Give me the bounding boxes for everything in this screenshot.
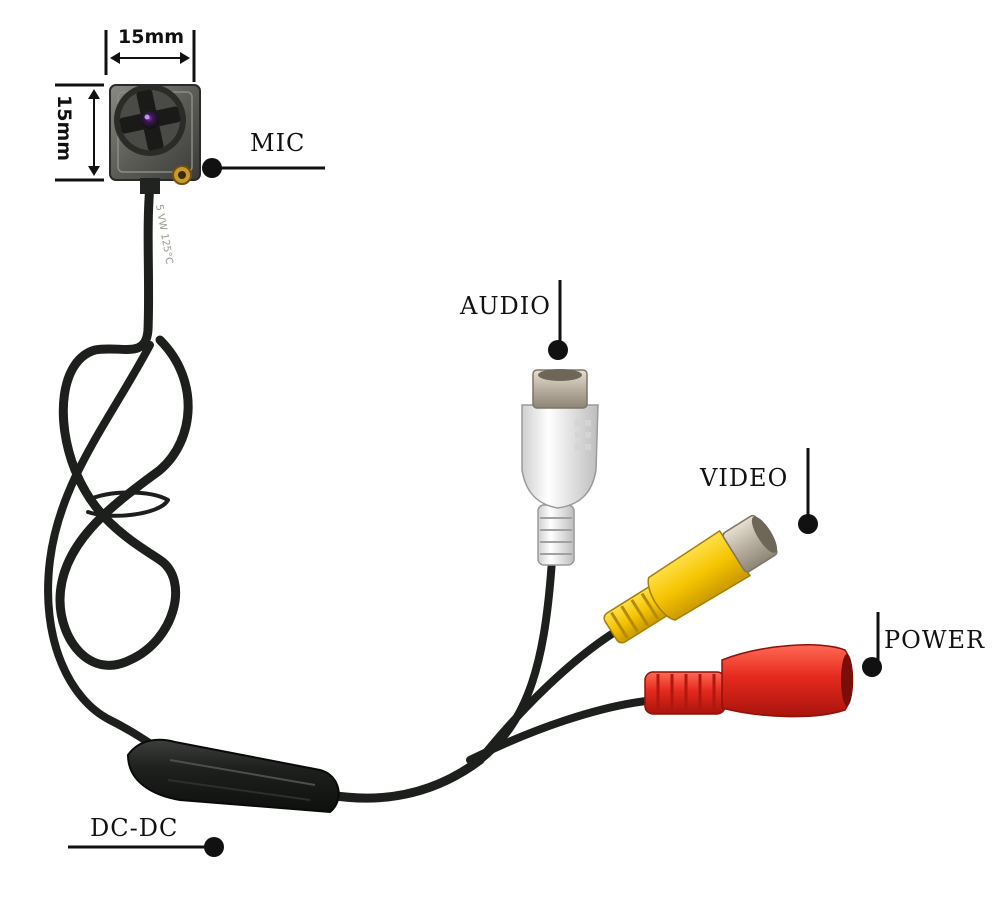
dimension-height-label: 15mm (53, 95, 75, 161)
callout-power: POWER (862, 612, 985, 677)
callout-mic-label: MIC (250, 129, 305, 157)
cable-print: 5 VW 125°C (153, 204, 174, 266)
video-cable (476, 626, 622, 764)
callout-video-label: VIDEO (699, 464, 788, 492)
cable-assembly (44, 180, 659, 803)
cable-tie-wrap (86, 490, 170, 518)
main-cable-loop (44, 341, 164, 754)
dc-dc-converter (126, 738, 340, 814)
video-rca-connector (603, 514, 778, 644)
power-cable (466, 696, 659, 764)
callout-dcdc-label: DC-DC (90, 814, 178, 842)
dimension-height (55, 83, 104, 182)
power-dc-connector (644, 644, 854, 718)
dimension-width-label: 15mm (118, 26, 184, 48)
audio-strain-relief (537, 504, 575, 566)
dimension-width (104, 30, 196, 82)
callout-dcdc: DC-DC (68, 814, 224, 857)
lens (141, 111, 159, 129)
camera-module (109, 84, 201, 194)
callout-power-label: POWER (884, 626, 985, 654)
callout-audio-label: AUDIO (459, 292, 551, 320)
callout-video: VIDEO (699, 448, 818, 534)
audio-rca-connector (521, 369, 599, 566)
callout-audio: AUDIO (459, 280, 568, 360)
cable-to-splitter (325, 755, 485, 803)
power-socket-opening (841, 654, 853, 706)
callout-mic: MIC (202, 129, 325, 178)
